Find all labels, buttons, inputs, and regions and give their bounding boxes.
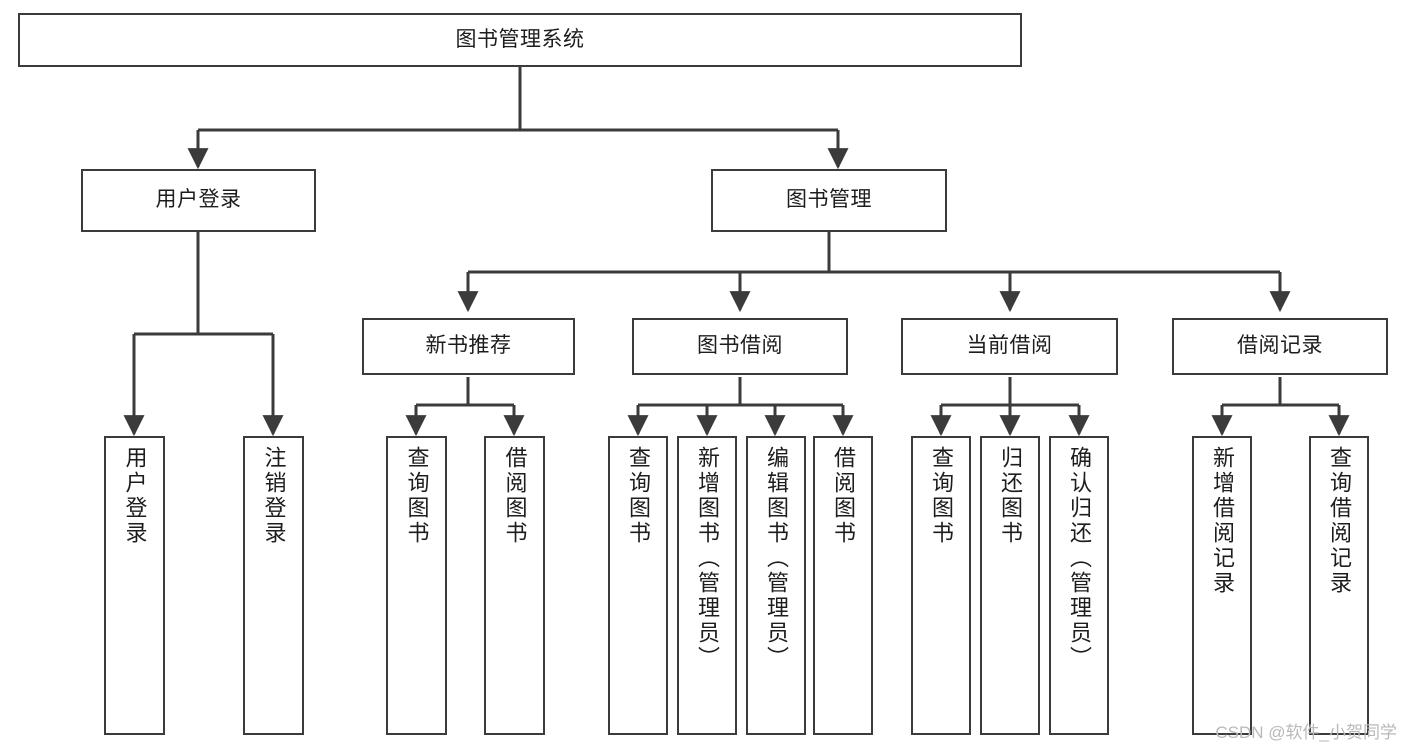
node-label: 图书借阅: [697, 334, 783, 358]
node-label: 新书推荐: [425, 334, 512, 358]
watermark: CSDN @软件_小贺同学: [1215, 723, 1397, 742]
leaf-borrow-record-add[interactable]: 新增借阅记录: [1192, 436, 1252, 735]
node-label: 新增图书（管理员）: [695, 446, 720, 671]
node-label: 查询借阅记录: [1327, 446, 1352, 596]
node-book-management[interactable]: 图书管理: [711, 169, 947, 232]
node-label: 编辑图书（管理员）: [764, 446, 789, 671]
node-label: 查询图书: [626, 446, 651, 546]
leaf-user-login-logout[interactable]: 注销登录: [243, 436, 304, 735]
node-label: 注销登录: [261, 446, 287, 546]
leaf-current-borrow-confirm-return[interactable]: 确认归还（管理员）: [1049, 436, 1109, 735]
node-label: 用户登录: [122, 446, 148, 546]
leaf-book-borrow-add[interactable]: 新增图书（管理员）: [677, 436, 737, 735]
node-label: 查询图书: [929, 446, 954, 546]
node-root-system[interactable]: 图书管理系统: [18, 13, 1022, 67]
node-label: 归还图书: [998, 446, 1023, 546]
node-label: 新增借阅记录: [1210, 446, 1235, 596]
leaf-borrow-record-query[interactable]: 查询借阅记录: [1309, 436, 1369, 735]
leaf-new-book-borrow[interactable]: 借阅图书: [484, 436, 545, 735]
leaf-current-borrow-query[interactable]: 查询图书: [911, 436, 971, 735]
node-new-book-recommend[interactable]: 新书推荐: [362, 318, 575, 375]
node-label: 用户登录: [155, 188, 242, 212]
node-user-login[interactable]: 用户登录: [81, 169, 316, 232]
node-label: 图书管理: [786, 188, 872, 212]
node-book-borrow[interactable]: 图书借阅: [632, 318, 848, 375]
leaf-current-borrow-return[interactable]: 归还图书: [980, 436, 1040, 735]
leaf-new-book-query[interactable]: 查询图书: [386, 436, 447, 735]
leaf-book-borrow-edit[interactable]: 编辑图书（管理员）: [746, 436, 806, 735]
leaf-book-borrow-borrow[interactable]: 借阅图书: [813, 436, 873, 735]
leaf-user-login-login[interactable]: 用户登录: [104, 436, 165, 735]
node-label: 图书管理系统: [455, 27, 585, 51]
leaf-book-borrow-query[interactable]: 查询图书: [608, 436, 668, 735]
node-label: 借阅记录: [1237, 334, 1323, 358]
node-label: 确认归还（管理员）: [1067, 446, 1092, 671]
node-label: 借阅图书: [502, 446, 528, 546]
node-label: 当前借阅: [966, 334, 1053, 358]
node-current-borrow[interactable]: 当前借阅: [901, 318, 1118, 375]
node-borrow-record[interactable]: 借阅记录: [1172, 318, 1388, 375]
node-label: 借阅图书: [831, 446, 856, 546]
node-label: 查询图书: [404, 446, 430, 546]
